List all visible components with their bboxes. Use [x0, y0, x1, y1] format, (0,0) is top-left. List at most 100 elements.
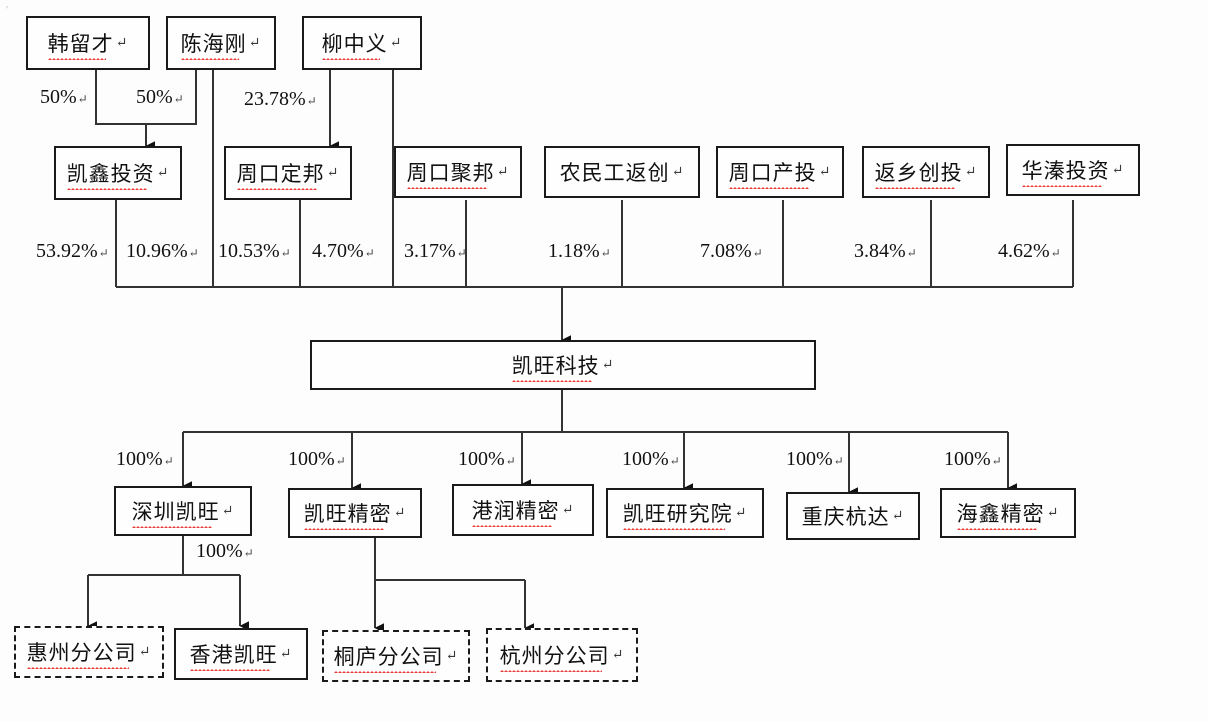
pct-text: 10.96%	[126, 240, 188, 262]
pilcrow-mark: ↵	[221, 503, 235, 519]
edge-label-company-shenzhen: 100%↵	[116, 448, 174, 471]
edge-label-company-gangrun: 100%↵	[458, 448, 516, 471]
pilcrow-mark: ↵	[306, 94, 317, 108]
pct-text: 100%	[944, 448, 991, 470]
edge-label-hanliucai-kaixin: 50%↵	[40, 86, 88, 109]
node-label: 重庆杭达	[801, 505, 890, 529]
node-subsidiary-haixin-precision[interactable]: 海鑫精密↵	[940, 488, 1076, 538]
pilcrow-mark: ↵	[156, 165, 170, 181]
pct-text: 100%	[116, 448, 163, 470]
node-holding-nongmingong-fanchuang[interactable]: 农民工返创↵	[544, 146, 700, 198]
node-holding-kaixin-investment[interactable]: 凯鑫投资↵	[54, 146, 182, 200]
edge-label-company-institute: 100%↵	[622, 448, 680, 471]
pct-text: 23.78%	[244, 88, 306, 110]
pilcrow-mark: ↵	[364, 246, 375, 260]
pilcrow-mark: ↵	[611, 647, 625, 663]
edge-label-kaixin-to-company: 53.92%↵	[36, 240, 109, 263]
node-company-kaiwang-technology[interactable]: 凯旺科技↵	[310, 340, 816, 390]
node-branch-hongkong-kaiwang[interactable]: 香港凯旺↵	[174, 628, 308, 680]
pilcrow-mark: ↵	[991, 454, 1002, 468]
pilcrow-mark: ↵	[115, 35, 129, 51]
pilcrow-mark: ↵	[138, 644, 152, 660]
pilcrow-mark: ↵	[601, 357, 615, 373]
pct-text: 50%	[40, 86, 77, 108]
edge-label-nongmingong-to-company: 1.18%↵	[548, 240, 611, 263]
node-holding-huaqin-investment[interactable]: 华溱投资↵	[1006, 144, 1140, 196]
node-label: 柳中义	[321, 28, 388, 60]
node-label: 返乡创投	[874, 157, 963, 189]
node-subsidiary-kaiwang-institute[interactable]: 凯旺研究院↵	[606, 488, 764, 538]
node-label: 华溱投资	[1021, 155, 1110, 187]
edge-label-liuzhongyi-dingbang: 23.78%↵	[244, 88, 317, 111]
pilcrow-mark: ↵	[734, 505, 748, 521]
node-person-liuzhongyi[interactable]: 柳中义↵	[302, 16, 422, 70]
pct-text: 100%	[786, 448, 833, 470]
node-holding-zhoukou-chantou[interactable]: 周口产投↵	[716, 146, 844, 198]
node-label: 凯鑫投资	[66, 158, 155, 190]
edge-label-chantou-to-company: 7.08%↵	[700, 240, 763, 263]
pilcrow-mark: ↵	[77, 92, 88, 106]
pct-text: 53.92%	[36, 240, 98, 262]
pilcrow-mark: ↵	[669, 454, 680, 468]
node-label: 香港凯旺	[189, 639, 278, 671]
node-label: 海鑫精密	[956, 498, 1045, 530]
pilcrow-mark: ↵	[600, 246, 611, 260]
edge-label-jubang-to-company: 3.17%↵	[404, 240, 467, 263]
pilcrow-mark: ↵	[906, 246, 917, 260]
pilcrow-mark: ↵	[173, 92, 184, 106]
node-label: 桐庐分公司	[333, 641, 444, 673]
pct-text: 4.70%	[312, 240, 364, 262]
edge-label-liuzhongyi-to-company: 4.70%↵	[312, 240, 375, 263]
pilcrow-mark: ↵	[752, 246, 763, 260]
node-subsidiary-shenzhen-kaiwang[interactable]: 深圳凯旺↵	[114, 486, 252, 536]
pilcrow-mark: ↵	[163, 454, 174, 468]
edge-label-company-haixin: 100%↵	[944, 448, 1002, 471]
node-label: 陈海刚	[180, 28, 247, 60]
node-label: 惠州分公司	[26, 637, 137, 669]
pilcrow-mark: ↵	[964, 164, 978, 180]
pct-text: 10.53%	[218, 240, 280, 262]
pct-text: 100%	[458, 448, 505, 470]
edge-label-company-kaiwang-precision: 100%↵	[288, 448, 346, 471]
edge-label-fanxiang-to-company: 3.84%↵	[854, 240, 917, 263]
pilcrow-mark: ↵	[445, 648, 459, 664]
edge-label-dingbang-to-company: 10.53%↵	[218, 240, 291, 263]
node-holding-fanxiang-chuangtou[interactable]: 返乡创投↵	[862, 146, 990, 198]
node-label: 凯旺科技	[511, 350, 600, 382]
pct-text: 100%	[288, 448, 335, 470]
pilcrow-mark: ↵	[326, 165, 340, 181]
node-subsidiary-kaiwang-precision[interactable]: 凯旺精密↵	[288, 488, 422, 538]
pilcrow-mark: ↵	[280, 246, 291, 260]
edge-label-company-hangda: 100%↵	[786, 448, 844, 471]
node-branch-huizhou[interactable]: 惠州分公司↵	[14, 626, 164, 678]
node-holding-zhoukou-dingbang[interactable]: 周口定邦↵	[224, 146, 352, 200]
pilcrow-mark: ↵	[248, 35, 262, 51]
node-subsidiary-chongqing-hangda[interactable]: 重庆杭达↵	[786, 492, 920, 540]
node-branch-tonglu[interactable]: 桐庐分公司↵	[322, 630, 470, 682]
pilcrow-mark: ↵	[456, 246, 467, 260]
pilcrow-mark: ↵	[279, 646, 293, 662]
pilcrow-mark: ↵	[818, 164, 832, 180]
edge-label-chenhaigang-kaixin: 50%↵	[136, 86, 184, 109]
pct-text: 4.62%	[998, 240, 1050, 262]
node-label: 韩留才	[47, 28, 114, 60]
node-person-chenhaigang[interactable]: 陈海刚↵	[166, 16, 276, 70]
node-label: 港润精密	[471, 495, 560, 527]
node-label: 农民工返创	[559, 161, 670, 185]
pilcrow-mark: ↵	[389, 35, 403, 51]
node-person-hanliucai[interactable]: 韩留才↵	[26, 16, 150, 70]
pilcrow-mark: ↵	[98, 246, 109, 260]
node-label: 周口产投	[728, 157, 817, 189]
node-holding-zhoukou-jubang[interactable]: 周口聚邦↵	[394, 146, 522, 198]
pilcrow-mark: ↵	[335, 454, 346, 468]
edge-label-chenhaigang-to-company: 10.96%↵	[126, 240, 199, 263]
node-label: 深圳凯旺	[131, 496, 220, 528]
pct-text: 7.08%	[700, 240, 752, 262]
pilcrow-mark: ↵	[891, 508, 905, 524]
pilcrow-mark: ↵	[243, 546, 254, 560]
pilcrow-mark: ↵	[671, 164, 685, 180]
node-label: 凯旺精密	[303, 498, 392, 530]
node-subsidiary-gangrun-precision[interactable]: 港润精密↵	[452, 484, 594, 536]
node-branch-hangzhou[interactable]: 杭州分公司↵	[486, 628, 638, 682]
